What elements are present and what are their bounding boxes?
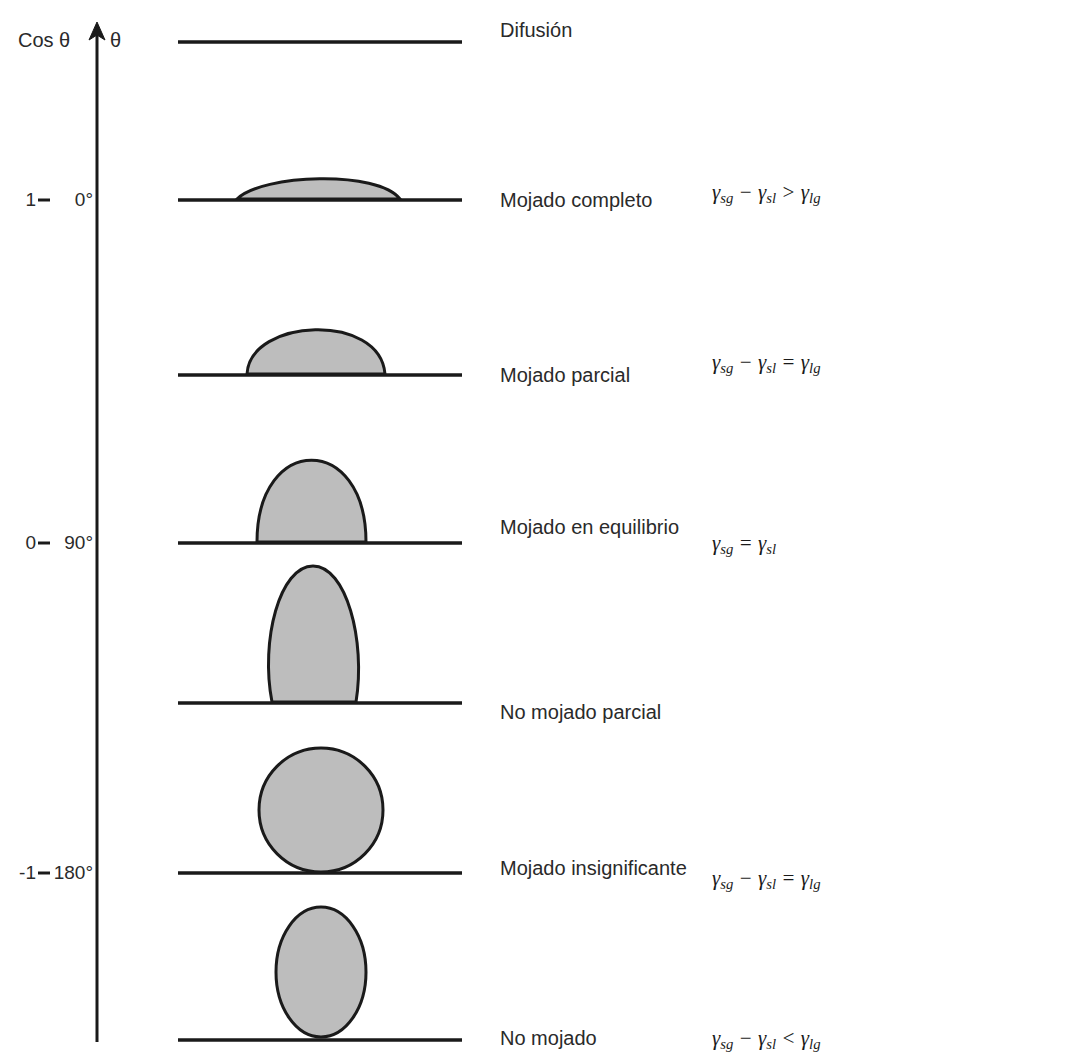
state-name: Mojado parcial: [500, 364, 630, 387]
surface-line: [178, 40, 462, 44]
tick-angle: 180°: [54, 862, 93, 884]
state-name: Mojado completo: [500, 189, 652, 212]
state-name: Mojado en equilibrio: [500, 516, 679, 539]
tick-angle: 0°: [75, 189, 93, 211]
state-name: No mojado parcial: [500, 701, 661, 724]
equation: γsg − γsl < γlg: [712, 1026, 820, 1050]
state-name: Mojado insignificante: [500, 857, 687, 880]
axis-arrowhead: [89, 22, 105, 40]
equation: γsg − γsl > γlg: [712, 180, 820, 204]
tick-value: -1: [19, 862, 36, 884]
state-name: Difusión: [500, 19, 572, 42]
drop: [257, 460, 366, 542]
drop: [247, 330, 385, 374]
surface-line: [178, 1038, 462, 1042]
drops: [237, 179, 400, 1037]
drop: [268, 566, 358, 702]
tick-angle: 90°: [64, 532, 93, 554]
equation: γsg = γsl: [712, 531, 776, 555]
axis-label: Cos θ: [18, 29, 70, 52]
tick-mark: [38, 199, 50, 202]
axis-label: θ: [110, 29, 121, 52]
axis-line: [96, 34, 99, 1042]
tick-mark: [38, 542, 50, 545]
equation: γsg − γsl = γlg: [712, 350, 820, 374]
drop: [237, 179, 400, 199]
state-name: No mojado: [500, 1027, 597, 1050]
surfaces: [178, 42, 462, 1040]
drop: [259, 748, 383, 872]
tick-mark: [38, 872, 50, 875]
axis: [38, 22, 105, 1042]
tick-value: 0: [25, 532, 36, 554]
drop: [276, 907, 366, 1037]
tick-value: 1: [25, 189, 36, 211]
equation: γsg − γsl = γlg: [712, 866, 820, 890]
